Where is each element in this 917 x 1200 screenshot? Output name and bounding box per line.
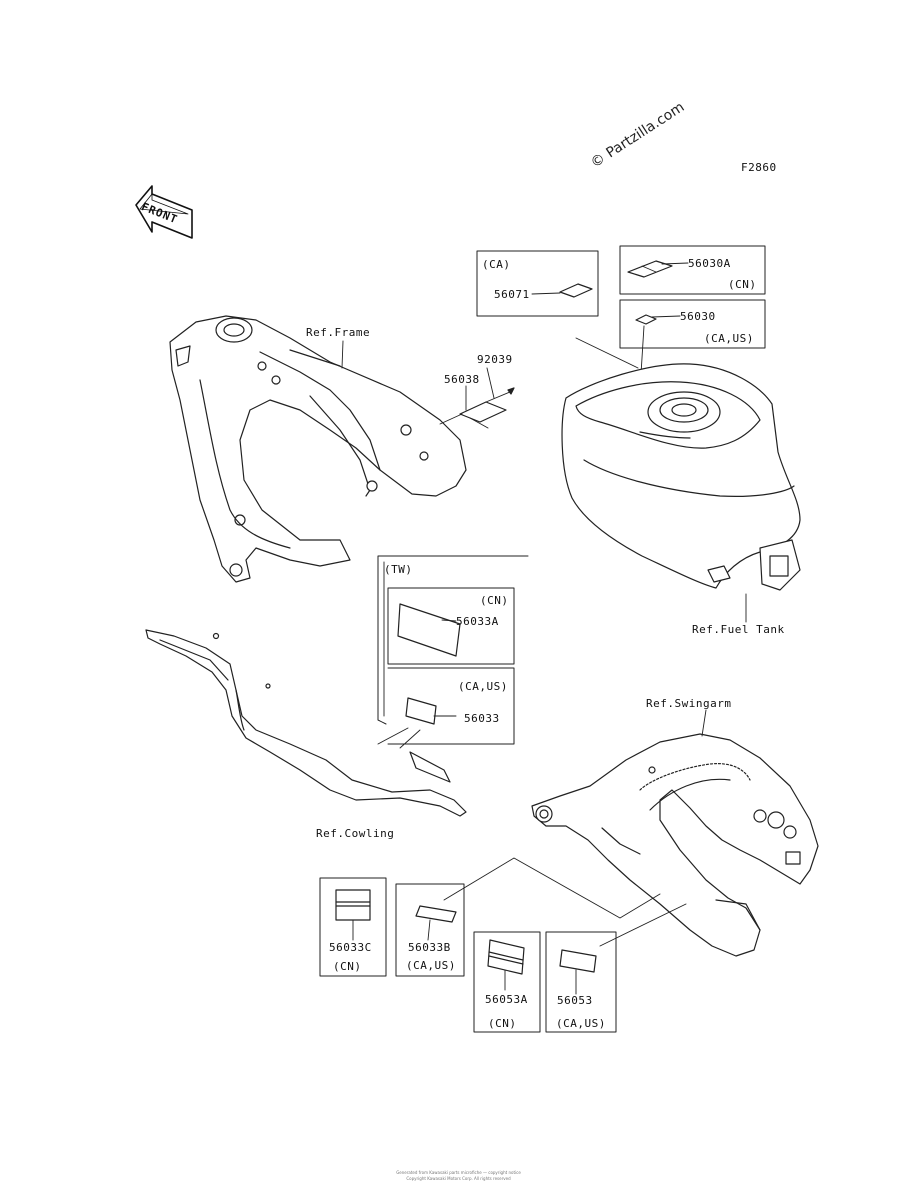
callout-box-ca [476,250,599,317]
region-tw: (TW) [384,563,413,576]
label-56071-icon [559,283,593,298]
part-56053a: 56053A [485,993,528,1006]
ref-fuel-tank: Ref.Fuel Tank [692,623,785,636]
region-56030a-cn: (CN) [728,278,757,291]
callout-box-56053a [473,931,541,1033]
part-56033: 56033 [464,712,500,725]
callout-box-56033b [395,883,465,977]
part-56030a: 56030A [688,257,731,270]
footer-line-1: Generated from Kawasaki parts microfiche… [396,1170,521,1175]
region-56030-ca-us: (CA,US) [704,332,754,345]
callout-box-56053 [545,931,617,1033]
front-arrow-icon [135,185,193,239]
part-56033a: 56033A [456,615,499,628]
label-56033b-icon [415,905,457,923]
region-56033a-cn: (CN) [480,594,509,607]
ref-cowling: Ref.Cowling [316,827,395,840]
region-ca: (CA) [482,258,511,271]
callout-box-tw [377,555,529,725]
region-56033c-cn: (CN) [333,960,362,973]
part-56038: 56038 [444,373,480,386]
callout-box-56030a [619,245,766,295]
part-56053: 56053 [557,994,593,1007]
label-56033a-icon [397,603,461,657]
region-56033-ca-us: (CA,US) [458,680,508,693]
footer-line-2: Copyright Kawasaki Motors Corp. All righ… [406,1176,511,1181]
label-56030a-icon [627,260,673,278]
part-56033c: 56033C [329,941,372,954]
label-56053a-icon [487,939,525,975]
label-56038-icon [459,387,515,429]
part-56030: 56030 [680,310,716,323]
ref-swingarm: Ref.Swingarm [646,697,732,710]
label-56033-icon [405,697,437,725]
fuel-tank-drawing [561,363,801,591]
part-92039: 92039 [477,353,513,366]
region-56053-ca-us: (CA,US) [556,1017,606,1030]
label-56030-icon [635,314,657,325]
callout-box-56030 [619,299,766,349]
part-56033b: 56033B [408,941,451,954]
part-56071: 56071 [494,288,530,301]
region-56033b-ca-us: (CA,US) [406,959,456,972]
swingarm-drawing [531,733,819,957]
label-56033c-icon [335,889,371,921]
frame-drawing [169,315,467,583]
ref-frame: Ref.Frame [306,326,371,339]
region-56053a-cn: (CN) [488,1017,517,1030]
callout-box-56033a [387,587,515,665]
callout-box-56033c [319,877,387,977]
figure-code: F2860 [741,161,777,174]
callout-box-56033 [387,667,515,745]
label-56053-icon [559,949,597,973]
cowling-drawing [145,629,467,817]
